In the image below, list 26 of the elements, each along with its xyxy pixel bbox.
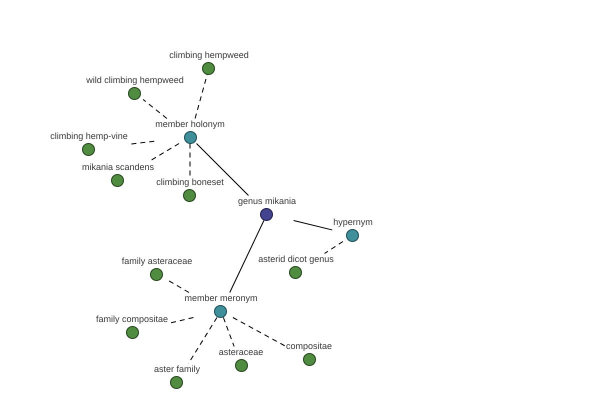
node-label: family asteraceae <box>120 256 194 266</box>
node-label: wild climbing hempweed <box>85 74 185 86</box>
dashed-line <box>142 99 168 119</box>
node-label: compositae <box>284 340 334 352</box>
node-label: climbing boneset <box>155 176 225 188</box>
dashed-line <box>168 280 190 293</box>
node-label: aster family <box>152 364 201 374</box>
node-label: genus mikania <box>236 196 298 206</box>
node-label: hypernym <box>332 216 374 228</box>
node-label: asteraceae <box>218 346 264 358</box>
connector-line <box>196 143 249 196</box>
node-label: asterid dicot genus <box>257 254 335 264</box>
dashed-line <box>232 317 286 346</box>
node-label: member holonym <box>154 118 226 130</box>
connector-line <box>293 220 333 230</box>
dashed-line <box>168 317 194 324</box>
dashed-line <box>324 241 344 254</box>
node-label: family compositae <box>94 314 170 324</box>
dashed-line <box>188 317 218 364</box>
node-label: climbing hempweed <box>168 50 250 60</box>
node-label: member meronym <box>183 292 258 304</box>
node-label: climbing hemp-vine <box>49 130 129 142</box>
dashed-line <box>194 74 208 119</box>
connector-line <box>229 220 264 293</box>
dashed-line <box>222 317 235 347</box>
node-label: mikania scandens <box>80 162 156 172</box>
